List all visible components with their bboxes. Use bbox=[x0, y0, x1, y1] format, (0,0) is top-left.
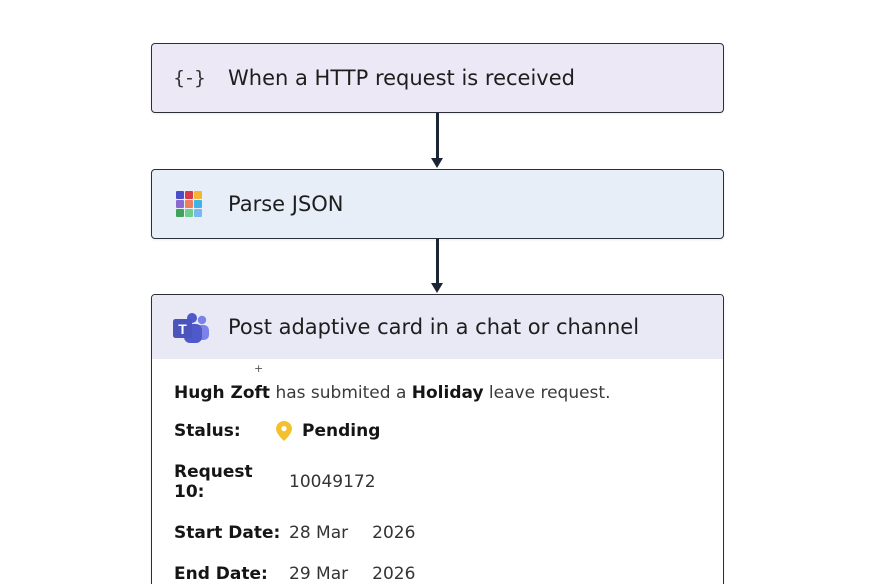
start-date-label: Start Date: bbox=[174, 523, 281, 543]
start-year: 2026 bbox=[372, 523, 416, 543]
connector-line-2 bbox=[436, 239, 439, 284]
teams-icon: T bbox=[172, 310, 210, 344]
start-date-row: Start Date: 28 Mar 2026 bbox=[174, 523, 701, 543]
status-label: Stalus: bbox=[174, 421, 241, 441]
connector-arrow-2 bbox=[431, 283, 443, 293]
parse-json-step[interactable]: Parse JSON bbox=[151, 169, 724, 239]
status-row: Stalus: Pending bbox=[174, 421, 701, 441]
summary-text-1: has submited a bbox=[270, 383, 412, 403]
summary-text-2: leave request. bbox=[483, 383, 611, 403]
http-trigger-step[interactable]: {-} When a HTTP request is received bbox=[151, 43, 724, 113]
request-id-value: 10049172 bbox=[289, 472, 376, 492]
connector-arrow-1 bbox=[431, 158, 443, 168]
parse-json-title: Parse JSON bbox=[228, 192, 344, 216]
code-braces-glyph: {-} bbox=[173, 67, 205, 89]
location-pin-icon bbox=[276, 421, 292, 441]
adaptive-card-body: Hugh Zoft has submited a Holiday leave r… bbox=[152, 359, 723, 584]
svg-text:T: T bbox=[178, 321, 187, 337]
leave-type: Holiday bbox=[411, 383, 484, 403]
request-id-label: Request 10: bbox=[174, 462, 253, 502]
start-day: 28 Mar bbox=[289, 523, 349, 543]
end-year: 2026 bbox=[372, 564, 416, 584]
parse-json-header[interactable]: Parse JSON bbox=[152, 170, 723, 238]
status-text: Pending bbox=[302, 421, 381, 441]
end-date-row: End Date: 29 Mar 2026 bbox=[174, 564, 701, 584]
request-summary: Hugh Zoft has submited a Holiday leave r… bbox=[174, 383, 701, 403]
end-date-value: 29 Mar 2026 bbox=[289, 564, 415, 584]
http-trigger-header[interactable]: {-} When a HTTP request is received bbox=[152, 44, 723, 112]
code-braces-icon: {-} bbox=[172, 61, 206, 95]
cursor-crosshair-icon: + bbox=[254, 362, 264, 375]
teams-post-card-step[interactable]: T Post adaptive card in a chat or channe… bbox=[151, 294, 724, 584]
status-value: Pending bbox=[276, 421, 380, 441]
requester-name: Hugh Zoft bbox=[174, 383, 271, 403]
end-date-label: End Date: bbox=[174, 564, 268, 584]
teams-post-card-title: Post adaptive card in a chat or channel bbox=[228, 315, 640, 339]
connector-line-1 bbox=[436, 113, 439, 159]
teams-post-card-header[interactable]: T Post adaptive card in a chat or channe… bbox=[152, 295, 723, 359]
start-date-value: 28 Mar 2026 bbox=[289, 523, 415, 543]
end-day: 29 Mar bbox=[289, 564, 349, 584]
data-grid-icon bbox=[172, 187, 206, 221]
http-trigger-title: When a HTTP request is received bbox=[228, 66, 575, 90]
request-id-row: Request 10: 10049172 bbox=[174, 462, 701, 502]
